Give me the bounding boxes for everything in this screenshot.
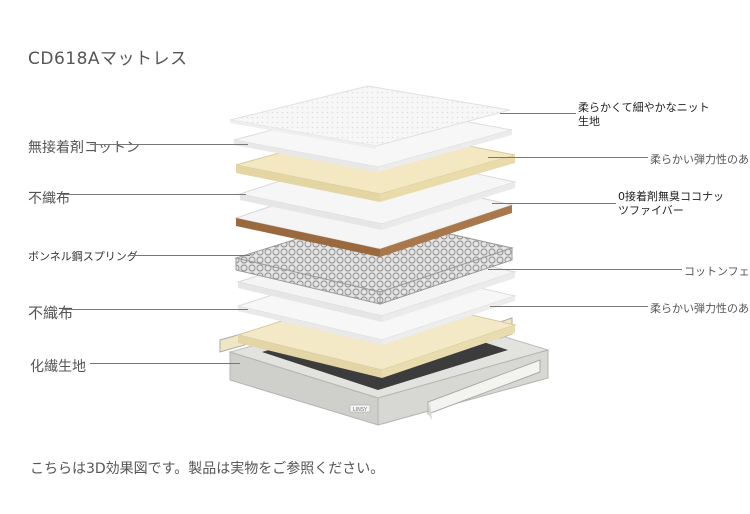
label-nonwoven-lower: 不織布	[28, 304, 74, 322]
leader-line	[488, 269, 682, 270]
leader-line	[500, 113, 576, 114]
leader-line	[490, 306, 648, 307]
leader-line	[130, 255, 250, 256]
label-cotton-felt: コットンフェ	[684, 265, 750, 278]
label-elastic-felt-lower: 柔らかい弾力性のあ	[650, 302, 749, 315]
label-elastic-felt-upper: 柔らかい弾力性のあ	[650, 153, 749, 166]
layer-knit-fabric	[229, 85, 511, 149]
label-coconut-fiber: 0接着剤無臭ココナッツファイバー	[618, 190, 724, 217]
page-title: CD618Aマットレス	[28, 49, 188, 69]
leader-line	[488, 157, 648, 158]
leader-line	[60, 194, 246, 195]
brand-tag-text: LINSY	[353, 407, 368, 413]
disclaimer-text: こちらは3D効果図です。製品は実物をご参照ください。	[30, 461, 385, 477]
leader-line	[90, 144, 248, 145]
brand-tag	[349, 404, 371, 413]
leader-line	[492, 203, 616, 204]
label-bonnell-spring: ボンネル鋼スプリング	[28, 250, 138, 263]
label-synthetic-fabric: 化繊生地	[30, 359, 86, 375]
label-cotton-no-adhesive: 無接着剤コットン	[28, 140, 140, 156]
leader-line	[62, 309, 248, 310]
label-nonwoven-upper: 不織布	[28, 191, 70, 207]
leader-line	[90, 363, 240, 364]
label-knit-fabric: 柔らかくて細やかなニット生地	[578, 101, 710, 128]
